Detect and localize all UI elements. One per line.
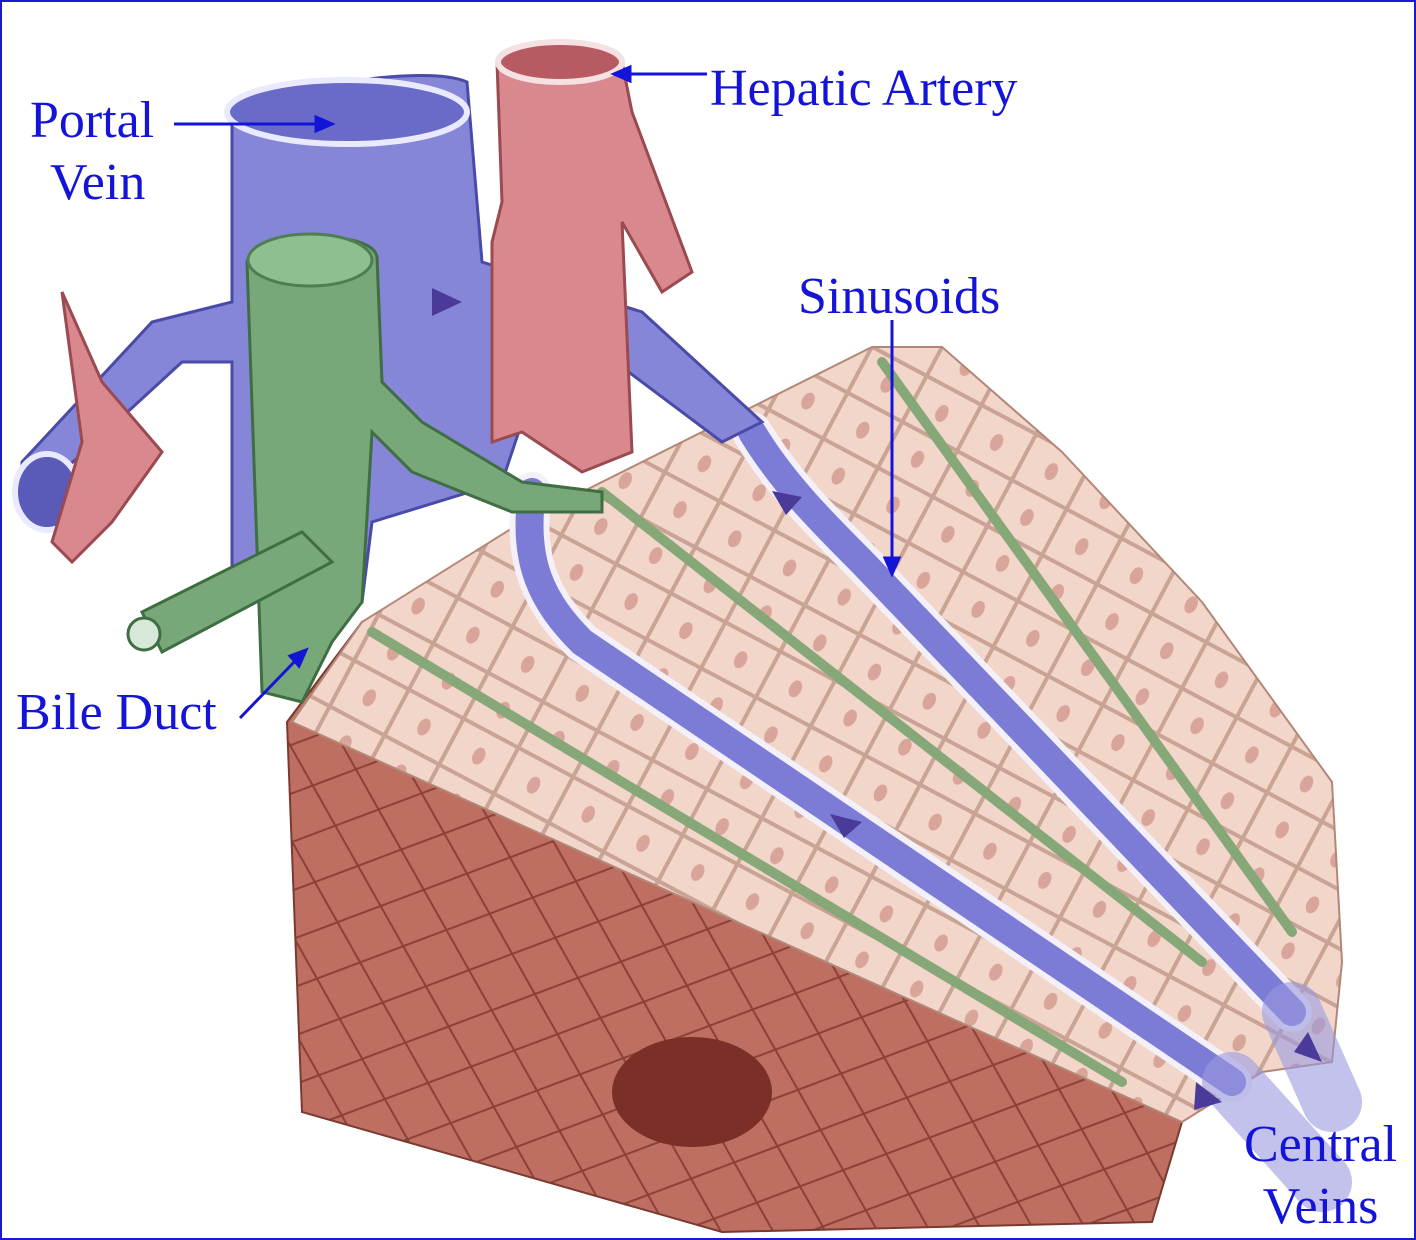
label-hepatic-artery: Hepatic Artery xyxy=(710,58,1018,120)
label-portal-vein: Portal Vein xyxy=(30,90,154,214)
label-central-veins: Central Veins xyxy=(1244,1114,1397,1238)
label-portal-vein-line1: Portal xyxy=(30,90,154,152)
vessel-opening xyxy=(612,1037,772,1147)
label-central-veins-line2: Veins xyxy=(1244,1176,1397,1238)
label-sinusoids: Sinusoids xyxy=(798,266,1000,328)
label-bile-duct: Bile Duct xyxy=(16,682,217,744)
label-portal-vein-line2: Vein xyxy=(30,152,154,214)
label-central-veins-line1: Central xyxy=(1244,1114,1397,1176)
